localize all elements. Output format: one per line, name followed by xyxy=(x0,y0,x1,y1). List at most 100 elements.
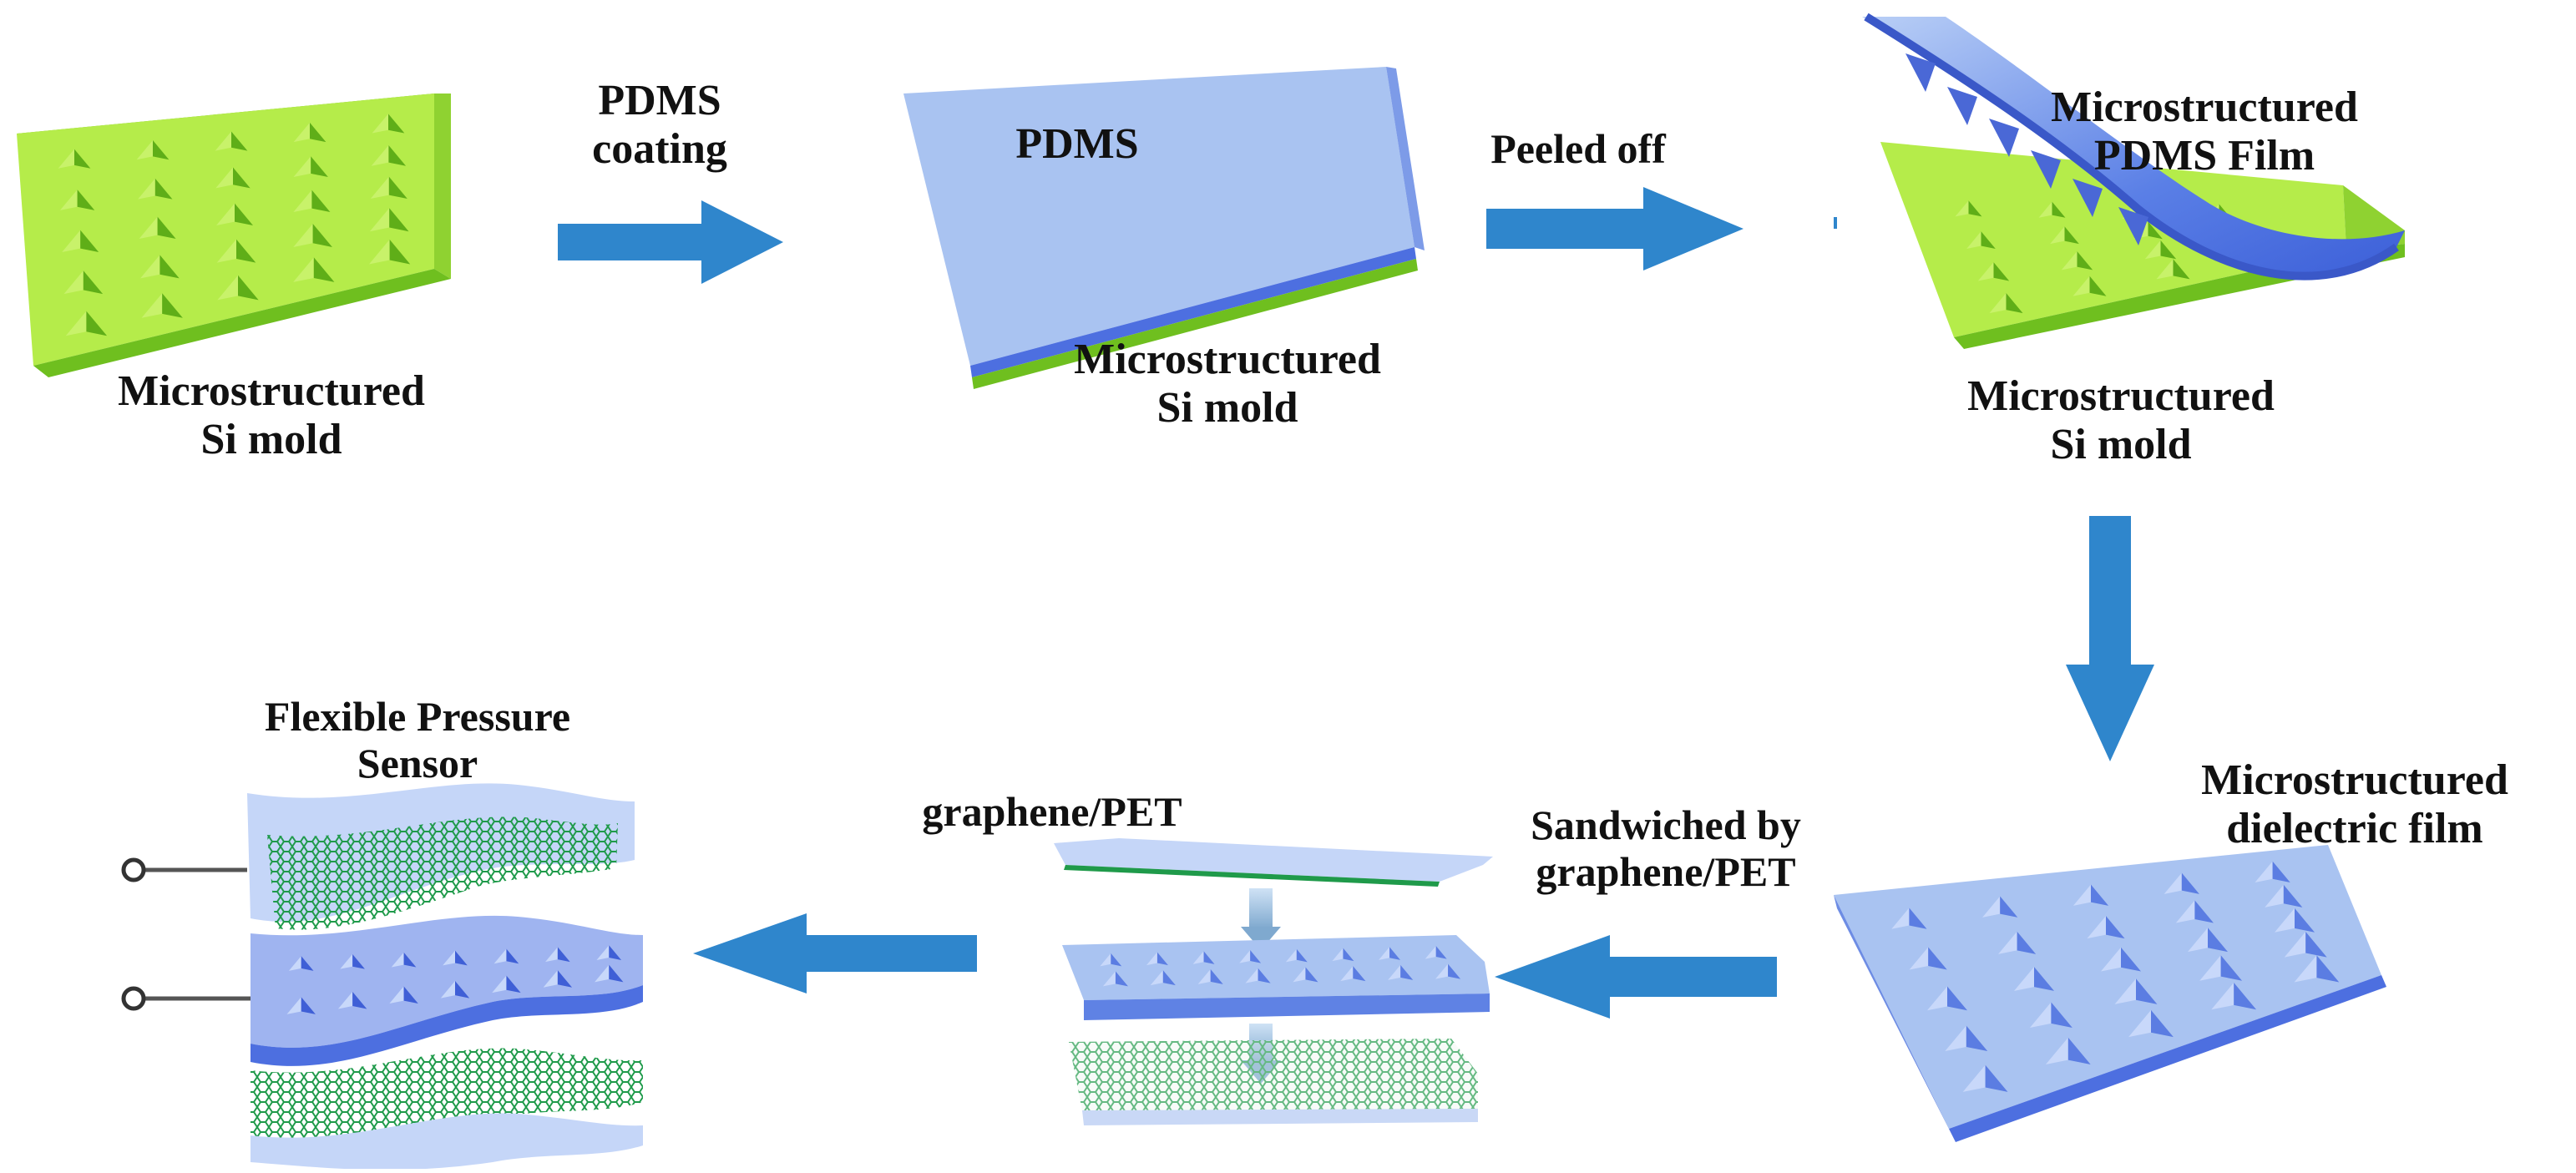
sensor-pyramid xyxy=(557,970,573,988)
sensor-pyramids xyxy=(286,945,624,1014)
dielectric-pyramid xyxy=(2295,908,2315,933)
si-mold-pyramid xyxy=(368,239,390,265)
sensor-pyramid xyxy=(506,975,521,994)
sensor-pyramid xyxy=(440,980,455,999)
pdms-coating-arrow xyxy=(558,200,783,284)
sensor-pyramid xyxy=(301,997,316,1014)
si-mold-pyramid xyxy=(372,114,388,134)
si-mold-block xyxy=(17,94,451,377)
sandwich-pyramid xyxy=(1435,963,1449,979)
si-mold-pyramids xyxy=(58,114,411,336)
dielectric-pyramid xyxy=(2199,955,2221,981)
mold-pyramid xyxy=(2064,226,2079,245)
sandwiched-arrow-label: Sandwiched by graphene/PET xyxy=(1531,801,1801,895)
si-mold-pyramid xyxy=(313,257,335,282)
film-tooth xyxy=(1947,87,1977,125)
to-sensor-arrow xyxy=(693,913,977,994)
peeled-off-arrow xyxy=(1486,187,1837,270)
pdms-coated-mold xyxy=(903,67,1425,389)
dielectric-pyramid xyxy=(2151,1009,2174,1038)
dielectric-pyramid xyxy=(2051,1002,2072,1028)
peeled-film-microstructures xyxy=(1905,53,2148,245)
mold-pyramid xyxy=(2144,240,2161,260)
si-mold-pyramid xyxy=(293,257,314,282)
sandwich-pyramid xyxy=(1258,968,1271,983)
sandwich-pyramid xyxy=(1100,953,1111,967)
dielectric-pyramid xyxy=(2072,884,2091,906)
si-mold-pyramid xyxy=(77,190,95,210)
si-mold-pyramid xyxy=(80,230,99,252)
mold-pyramid xyxy=(1968,200,1982,217)
si-mold-pyramid xyxy=(310,122,326,143)
sandwich-pyramids xyxy=(1100,946,1461,987)
peeled-film-assembly xyxy=(1862,13,2405,349)
si-mold-pyramid xyxy=(293,122,310,143)
si-mold-pyramid xyxy=(216,203,235,225)
sensor-pyramid xyxy=(301,956,314,971)
sandwiched-arrow xyxy=(1495,935,1777,1019)
sandwich-pyramid xyxy=(1156,952,1168,966)
si-mold-pyramid xyxy=(139,216,158,239)
si-mold-label: Microstructured Si mold xyxy=(118,367,425,464)
sandwich-pyramid xyxy=(1115,971,1128,987)
sensor-pyramid xyxy=(609,945,622,960)
dielectric-pyramid xyxy=(2045,1037,2068,1064)
si-mold-pyramid xyxy=(369,208,390,232)
mold-pyramid xyxy=(2038,201,2052,218)
si-mold-pyramid xyxy=(312,223,332,247)
film-tooth xyxy=(1989,119,2019,157)
sensor-label: Flexible Pressure Sensor xyxy=(264,693,571,786)
dielectric-pyramid xyxy=(2175,900,2195,923)
dielectric-pyramid xyxy=(2106,916,2125,939)
dielectric-pyramid xyxy=(2220,955,2243,981)
sensor-pyramid xyxy=(352,953,365,969)
mold-pyramid xyxy=(2072,276,2090,296)
mold-pyramid xyxy=(2160,240,2177,260)
mold-pyramid xyxy=(1993,262,2010,281)
si-mold-pyramid xyxy=(153,140,170,160)
sandwich-pyramid xyxy=(1210,968,1223,984)
dielectric-pyramid xyxy=(2121,947,2141,972)
si-mold-pyramid xyxy=(216,239,236,263)
mold-pyramid xyxy=(2052,201,2066,218)
sandwich-pyramid xyxy=(1448,963,1461,979)
mold-pyramid xyxy=(1977,262,1994,281)
dielectric-pyramid xyxy=(1985,1064,2008,1092)
mold-pyramid xyxy=(1955,200,1969,217)
sensor-pyramid xyxy=(596,945,610,960)
si-mold-pyramid xyxy=(293,223,313,247)
si-mold-pyramid xyxy=(388,176,407,199)
sensor-pyramid xyxy=(557,947,570,963)
graphene-pet-label: graphene/PET xyxy=(922,788,1182,835)
sensor-pyramid xyxy=(455,980,470,999)
si-mold-pyramid xyxy=(215,167,233,189)
dielectric-pyramid xyxy=(2164,872,2182,894)
dielectric-pyramid xyxy=(1947,986,1967,1011)
si-mold-pyramid xyxy=(215,131,231,151)
sandwich-pyramid xyxy=(1296,948,1308,963)
si-mold-pyramid xyxy=(293,156,311,178)
sensor-pyramid xyxy=(352,991,367,1009)
sandwich-pyramid xyxy=(1340,966,1354,982)
si-mold-pyramid xyxy=(388,114,405,134)
mold-pyramid xyxy=(2173,259,2190,280)
si-mold-pyramid xyxy=(217,275,238,301)
si-mold-pyramid xyxy=(74,149,91,169)
si-mold-pyramid xyxy=(65,311,87,336)
sandwich-stack xyxy=(1054,838,1493,1125)
si-mold-pyramid xyxy=(136,140,153,160)
pdms-layer-label: PDMS xyxy=(1015,120,1139,168)
dielectric-pyramid xyxy=(1962,1064,1986,1092)
dielectric-pyramid xyxy=(1982,896,2001,918)
si-mold-pyramid xyxy=(293,190,312,212)
sensor-pyramid xyxy=(403,986,418,1004)
si-mold-pyramid xyxy=(62,230,81,252)
dielectric-pyramid xyxy=(2284,932,2306,958)
mold-pyramid xyxy=(1981,231,1996,249)
si-mold-pyramid xyxy=(138,178,155,200)
sandwich-pyramid xyxy=(1425,946,1436,959)
mold-pyramid xyxy=(2148,221,2163,240)
sandwich-pyramid xyxy=(1332,948,1344,962)
si-mold-pyramid xyxy=(83,270,104,295)
si-mold-pyramid xyxy=(159,255,180,279)
